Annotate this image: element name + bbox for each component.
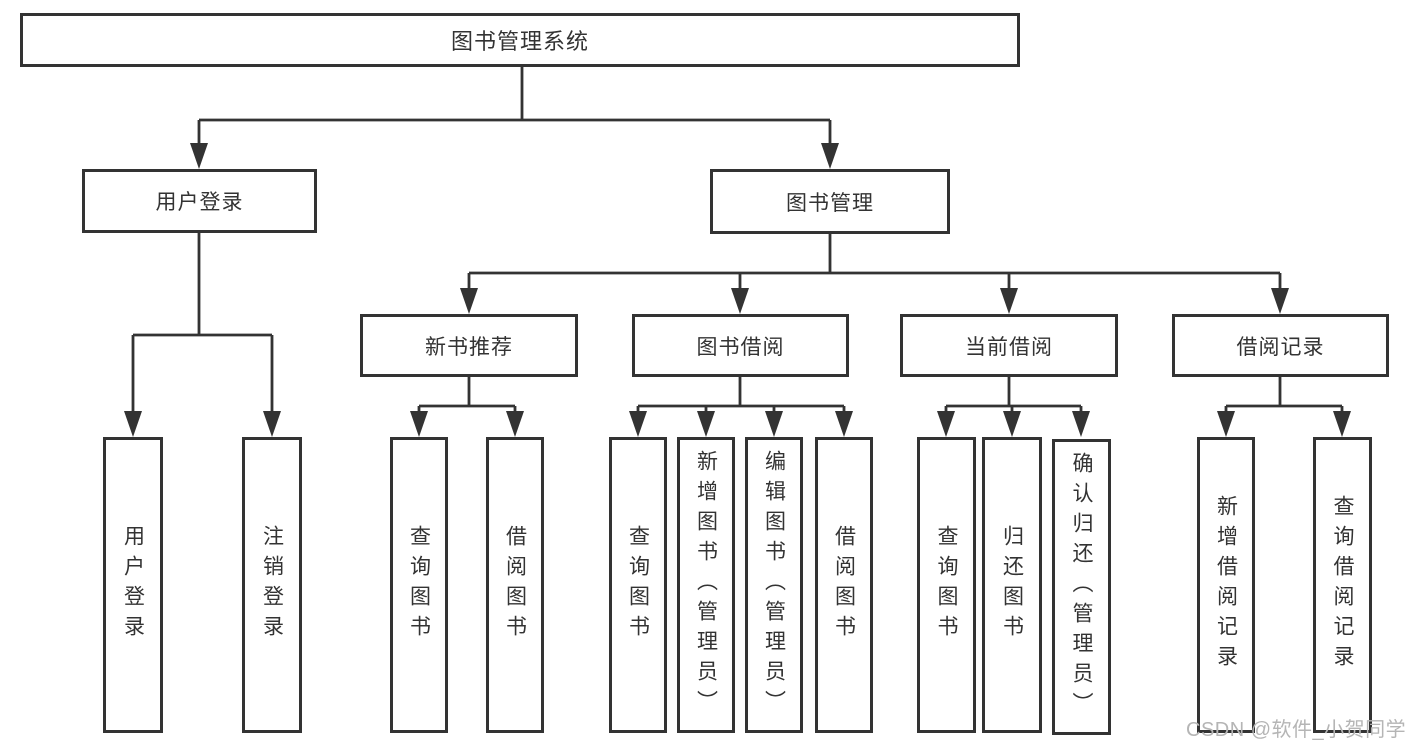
leaf-label: 注销登录: [260, 525, 284, 645]
leaf-label: 归还图书: [1000, 525, 1024, 645]
node-current-borrow: 当前借阅: [900, 314, 1118, 377]
node-user-login: 用户登录: [82, 169, 317, 233]
node-borrow-records: 借阅记录: [1172, 314, 1389, 377]
leaf-label: 新增图书（管理员）: [694, 450, 718, 720]
node-book-management: 图书管理: [710, 169, 950, 234]
leaf-label: 确认归还（管理员）: [1070, 452, 1093, 722]
leaf-query-books-recommend: 查询图书: [390, 437, 448, 733]
leaf-add-books-admin: 新增图书（管理员）: [677, 437, 735, 733]
leaf-label: 借阅图书: [503, 525, 527, 645]
leaf-label: 查询图书: [626, 525, 650, 645]
leaf-borrow-books-recommend: 借阅图书: [486, 437, 544, 733]
leaf-query-books-borrow: 查询图书: [609, 437, 667, 733]
leaf-label: 新增借阅记录: [1214, 495, 1238, 675]
node-book-borrow: 图书借阅: [632, 314, 849, 377]
leaf-label: 查询借阅记录: [1331, 495, 1354, 675]
csdn-watermark: CSDN @软件_小贺同学: [1186, 719, 1405, 741]
leaf-label: 编辑图书（管理员）: [762, 450, 786, 720]
leaf-label: 借阅图书: [832, 525, 856, 645]
leaf-borrow-books: 借阅图书: [815, 437, 873, 733]
node-library-management-system: 图书管理系统: [20, 13, 1020, 67]
leaf-edit-books-admin: 编辑图书（管理员）: [745, 437, 803, 733]
leaf-user-login: 用户登录: [103, 437, 163, 733]
leaf-query-borrow-record: 查询借阅记录: [1313, 437, 1372, 733]
leaf-add-borrow-record: 新增借阅记录: [1197, 437, 1255, 733]
leaf-label: 查询图书: [935, 525, 958, 645]
leaf-confirm-return-admin: 确认归还（管理员）: [1052, 439, 1111, 735]
node-new-book-recommend: 新书推荐: [360, 314, 578, 377]
leaf-return-books: 归还图书: [982, 437, 1042, 733]
leaf-logout: 注销登录: [242, 437, 302, 733]
leaf-label: 查询图书: [407, 525, 431, 645]
leaf-query-books-current: 查询图书: [917, 437, 976, 733]
leaf-label: 用户登录: [121, 525, 145, 645]
